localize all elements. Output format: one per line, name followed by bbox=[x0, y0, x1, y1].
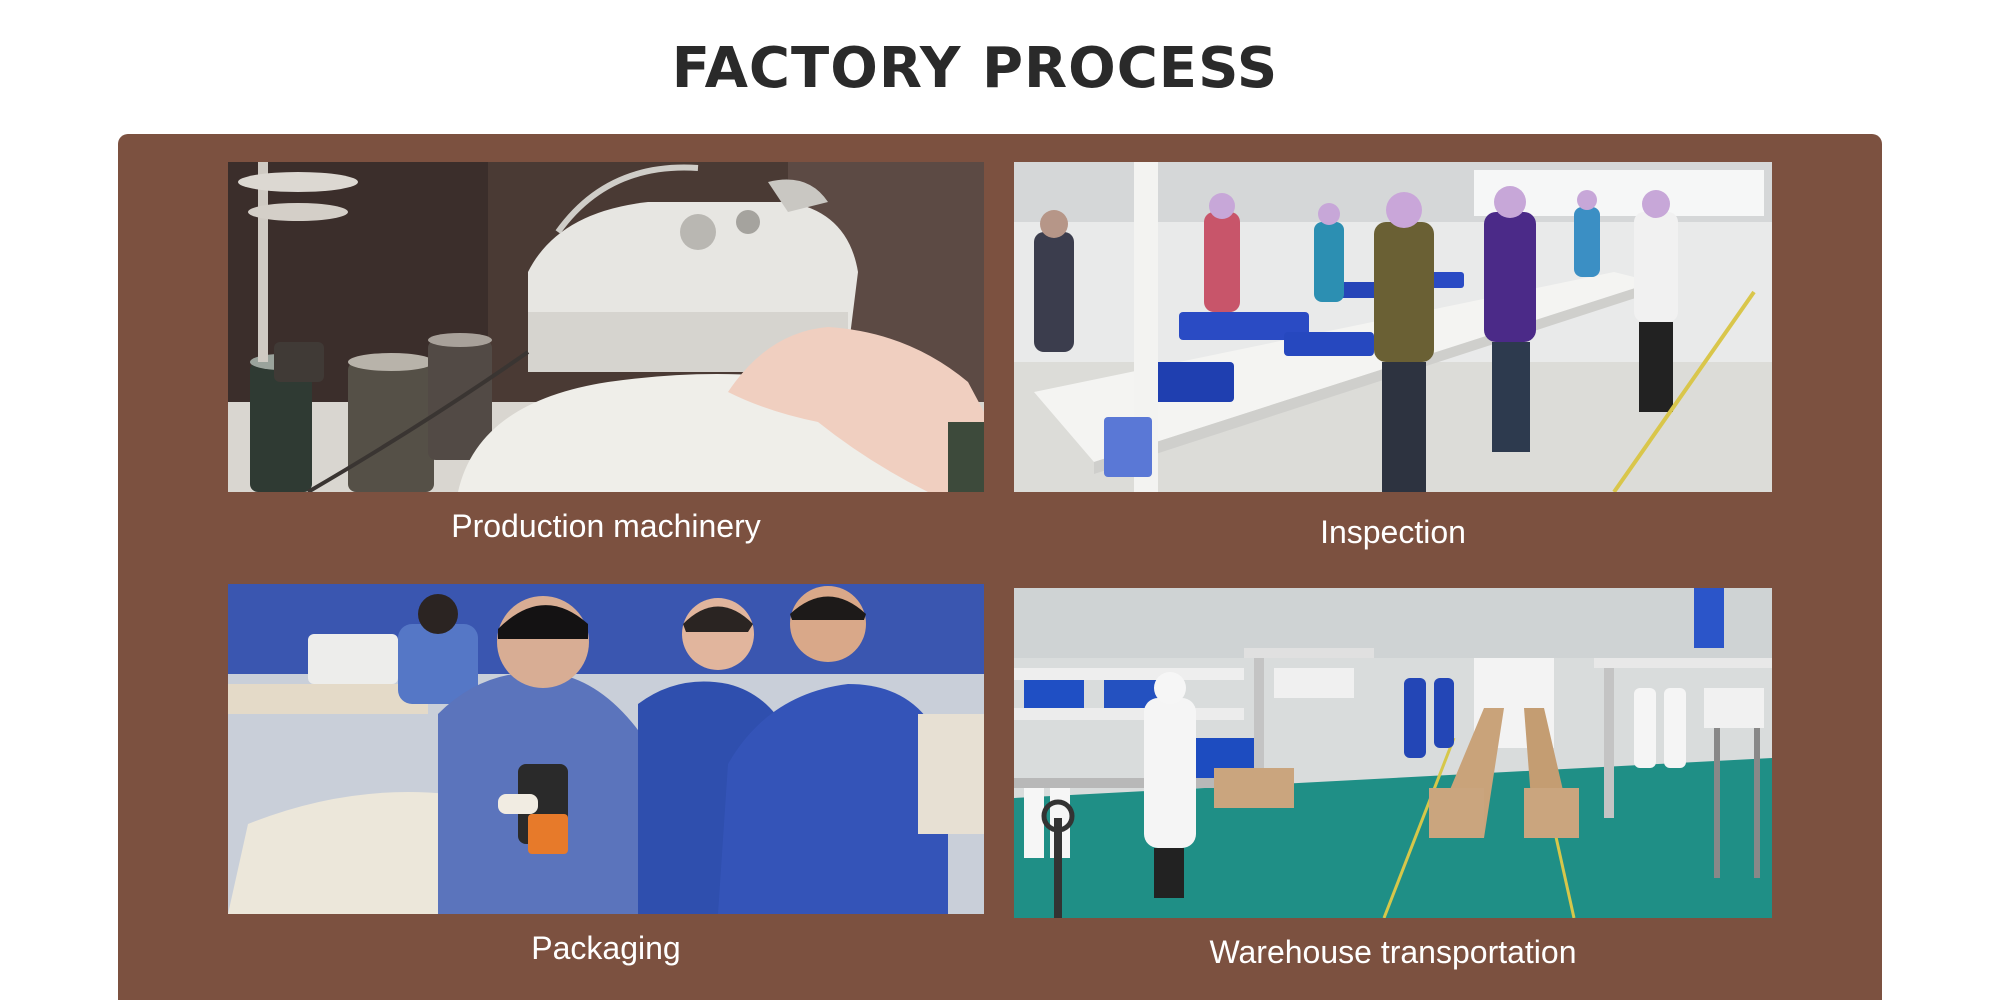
process-card-production: Production machinery bbox=[228, 162, 984, 552]
process-caption-warehouse: Warehouse transportation bbox=[1209, 934, 1577, 970]
process-caption-production: Production machinery bbox=[451, 508, 761, 544]
workers-packaging-photo bbox=[228, 584, 984, 914]
garment-inspection-line-photo bbox=[1014, 162, 1772, 492]
page-title: FACTORY PROCESS bbox=[671, 36, 1279, 101]
process-caption-inspection: Inspection bbox=[1320, 514, 1466, 550]
process-card-inspection: Inspection bbox=[1014, 162, 1772, 552]
process-caption-packaging: Packaging bbox=[531, 930, 681, 966]
sewing-machine-photo bbox=[228, 162, 984, 492]
warehouse-boxes-photo bbox=[1014, 588, 1772, 918]
process-card-warehouse: Warehouse transportation bbox=[1014, 588, 1772, 978]
process-card-packaging: Packaging bbox=[228, 584, 984, 974]
process-panel: Production machinery bbox=[118, 134, 1882, 1000]
